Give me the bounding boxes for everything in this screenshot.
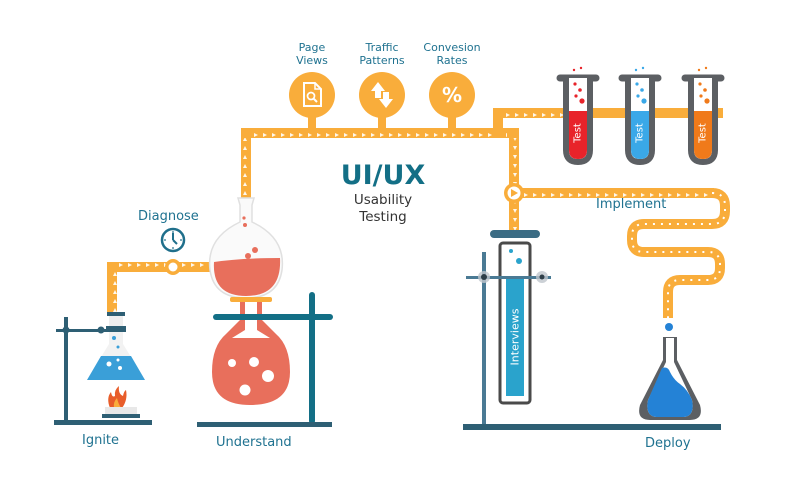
label-deploy: Deploy xyxy=(645,436,691,451)
test-liquid xyxy=(694,111,712,159)
pipe-arrows xyxy=(631,192,726,318)
test-tube-label: Test xyxy=(572,123,584,143)
burner-base xyxy=(102,414,140,418)
metric-label-line: Convesion xyxy=(423,41,481,54)
deploy-flask-liquid xyxy=(647,367,693,417)
page-subtitle: Usability Testing xyxy=(328,192,438,226)
metric-bulb xyxy=(289,72,335,118)
tube-glass xyxy=(498,241,532,405)
metric-page-views xyxy=(289,72,335,118)
label-ignite: Ignite xyxy=(82,433,120,448)
stand-base xyxy=(197,422,332,427)
metric-conversion-rates xyxy=(429,72,475,118)
up-down-arrows-icon xyxy=(371,82,393,108)
flask-liquid xyxy=(87,356,145,380)
test-tube xyxy=(681,66,725,166)
metric-label-line: Rates xyxy=(436,54,468,67)
metric-label-line: Views xyxy=(296,54,328,67)
stand-arm xyxy=(56,329,110,332)
pipe-segment xyxy=(308,108,316,130)
pipe-segment xyxy=(241,138,251,200)
page-title: UI/UX xyxy=(340,160,426,191)
test-tube-rack xyxy=(556,66,725,166)
metric-label-conversion-rates: Convesion Rates xyxy=(412,41,492,67)
metric-bulb xyxy=(429,72,475,118)
play-icon xyxy=(511,189,518,197)
junction-hole xyxy=(168,262,178,272)
test-tube-label: Test xyxy=(634,123,646,143)
test-liquid xyxy=(631,111,649,159)
label-diagnose: Diagnose xyxy=(138,209,199,224)
label-implement: Implement xyxy=(596,197,667,212)
document-search-icon xyxy=(303,82,322,107)
stand-arm xyxy=(213,314,333,320)
stand-base xyxy=(54,420,152,425)
tube-cap xyxy=(490,230,540,238)
metric-label-traffic-patterns: Traffic Patterns xyxy=(342,41,422,67)
stand-arm xyxy=(466,276,551,279)
pipe-network xyxy=(107,108,730,331)
flask-neck xyxy=(109,316,123,326)
clamp-knob xyxy=(62,326,70,334)
percent-icon: % xyxy=(441,83,463,107)
flame-icon xyxy=(108,386,127,408)
test-tube-label: Test xyxy=(697,123,709,143)
tube-liquid xyxy=(506,278,524,396)
burner xyxy=(105,407,137,415)
pipe-segment xyxy=(524,188,714,198)
subtitle-line: Usability xyxy=(353,192,413,208)
flask-holder xyxy=(230,297,272,302)
stand-base xyxy=(463,424,721,430)
flask-clamp xyxy=(106,326,126,332)
metric-traffic-patterns xyxy=(359,72,405,118)
ignite-station xyxy=(54,312,152,425)
interviews-station xyxy=(463,230,721,430)
drop xyxy=(665,323,673,331)
stand-rod xyxy=(309,292,315,424)
understand-station xyxy=(197,197,333,427)
deploy-flask xyxy=(639,337,701,420)
stand-rod xyxy=(64,317,68,423)
metric-label-line: Page xyxy=(298,41,326,54)
metric-label-line: Patterns xyxy=(359,54,405,67)
pipe-segment xyxy=(117,262,267,272)
pipe-segment xyxy=(448,108,456,130)
pipe-segment xyxy=(251,128,507,138)
test-liquid xyxy=(569,111,587,159)
round-flask-liquid xyxy=(213,258,281,296)
metric-label-page-views: Page Views xyxy=(272,41,352,67)
metric-label-line: Traffic xyxy=(365,41,399,54)
label-interviews: Interviews xyxy=(508,308,522,366)
pipe-segment xyxy=(493,108,503,138)
clock-icon xyxy=(160,227,186,253)
flask-cap xyxy=(107,312,125,316)
label-understand: Understand xyxy=(216,435,292,450)
test-tube xyxy=(618,66,662,166)
subtitle-line: Testing xyxy=(359,209,407,225)
pipe-segment xyxy=(378,108,386,130)
test-tube xyxy=(556,66,600,166)
pipe-segment xyxy=(503,108,563,118)
stand-rod xyxy=(482,252,486,425)
pipe-segment xyxy=(107,262,117,312)
metric-bulb xyxy=(359,72,405,118)
clamp-knob xyxy=(97,326,105,334)
